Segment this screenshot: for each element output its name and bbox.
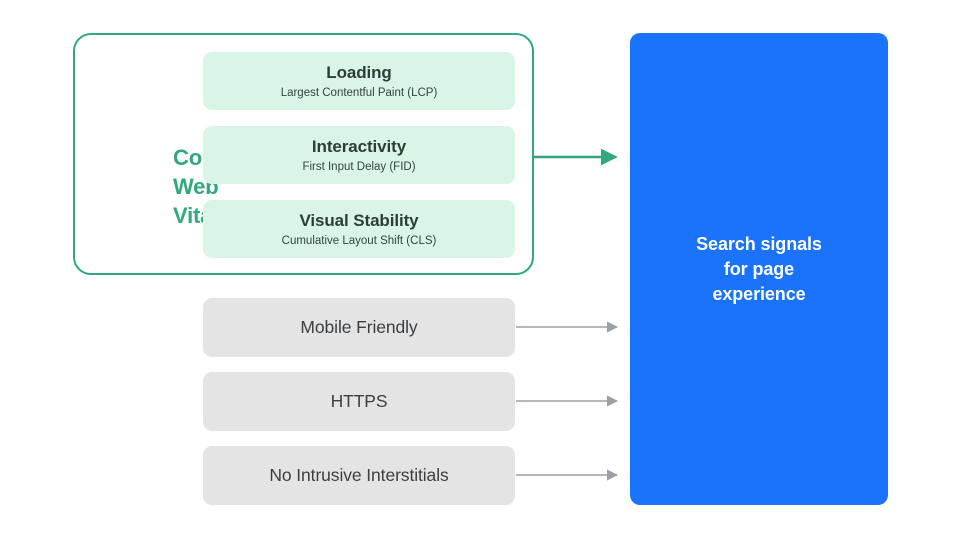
metric-subtitle: Cumulative Layout Shift (CLS) bbox=[281, 234, 437, 247]
signal-card-https[interactable]: HTTPS bbox=[203, 372, 515, 431]
metric-subtitle: Largest Contentful Paint (LCP) bbox=[280, 86, 438, 99]
signal-card-mobile-friendly[interactable]: Mobile Friendly bbox=[203, 298, 515, 357]
metric-title: Loading bbox=[326, 62, 392, 82]
search-signals-panel[interactable]: Search signals for page experience bbox=[630, 33, 888, 505]
signal-label: No Intrusive Interstitials bbox=[269, 465, 449, 485]
signal-label: HTTPS bbox=[330, 391, 388, 411]
metric-card-visual-stability[interactable]: Visual Stability Cumulative Layout Shift… bbox=[203, 200, 515, 258]
metric-card-loading[interactable]: Loading Largest Contentful Paint (LCP) bbox=[203, 52, 515, 110]
metric-card-interactivity[interactable]: Interactivity First Input Delay (FID) bbox=[203, 126, 515, 184]
metric-title: Visual Stability bbox=[299, 210, 419, 230]
signal-label: Mobile Friendly bbox=[300, 317, 418, 337]
metric-subtitle: First Input Delay (FID) bbox=[302, 160, 416, 173]
metric-title: Interactivity bbox=[311, 136, 407, 156]
signal-card-no-intrusive-interstitials[interactable]: No Intrusive Interstitials bbox=[203, 446, 515, 505]
search-signals-panel-text: Search signals for page experience bbox=[696, 233, 822, 304]
